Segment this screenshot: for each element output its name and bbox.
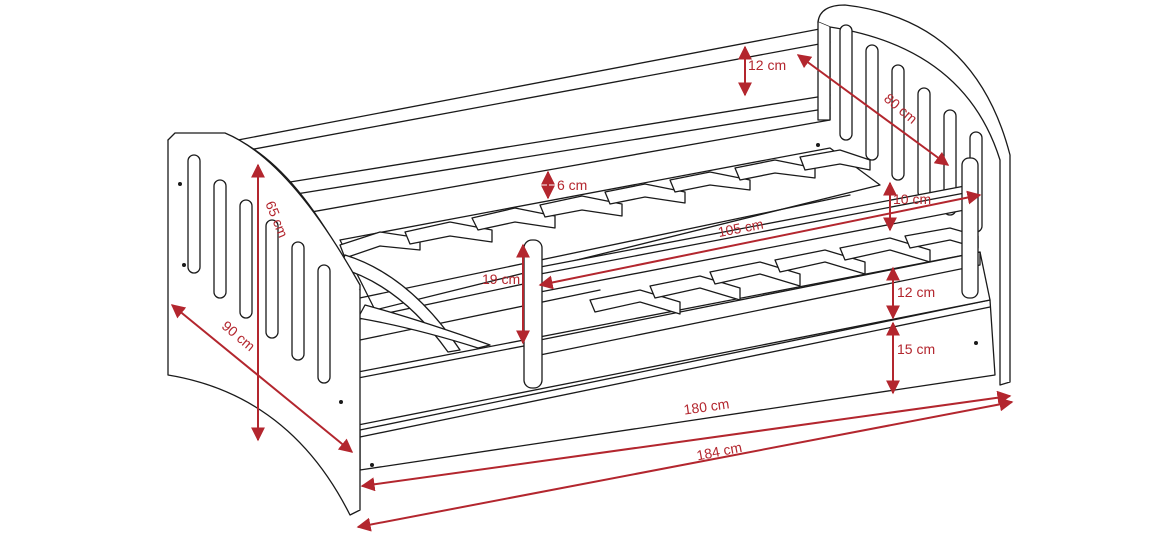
dim-top-rail-height: 12 cm: [738, 45, 786, 97]
dim-front-rail-height: 12 cm: [886, 266, 935, 320]
back-rail: [237, 26, 831, 226]
dim-guard-rail-height-label: 10 cm: [893, 191, 931, 207]
dim-slat-gap-label: 6 cm: [557, 177, 587, 193]
dimension-lines: 12 cm 80 cm 6 cm 10 cm 105 cm 19 cm 12 c…: [170, 45, 1014, 532]
dim-drawer-height-label: 15 cm: [897, 341, 935, 357]
dim-opening-height: 19 cm: [482, 243, 530, 345]
dim-front-rail-height-label: 12 cm: [897, 284, 935, 300]
dim-drawer-height: 15 cm: [886, 321, 935, 395]
dim-top-rail-height-label: 12 cm: [748, 57, 786, 73]
bed-drawing: [167, 4, 1011, 516]
dim-overall-length: 184 cm: [356, 397, 1014, 532]
dim-opening-height-label: 19 cm: [482, 271, 520, 287]
dim-overall-length-label: 184 cm: [695, 439, 743, 463]
